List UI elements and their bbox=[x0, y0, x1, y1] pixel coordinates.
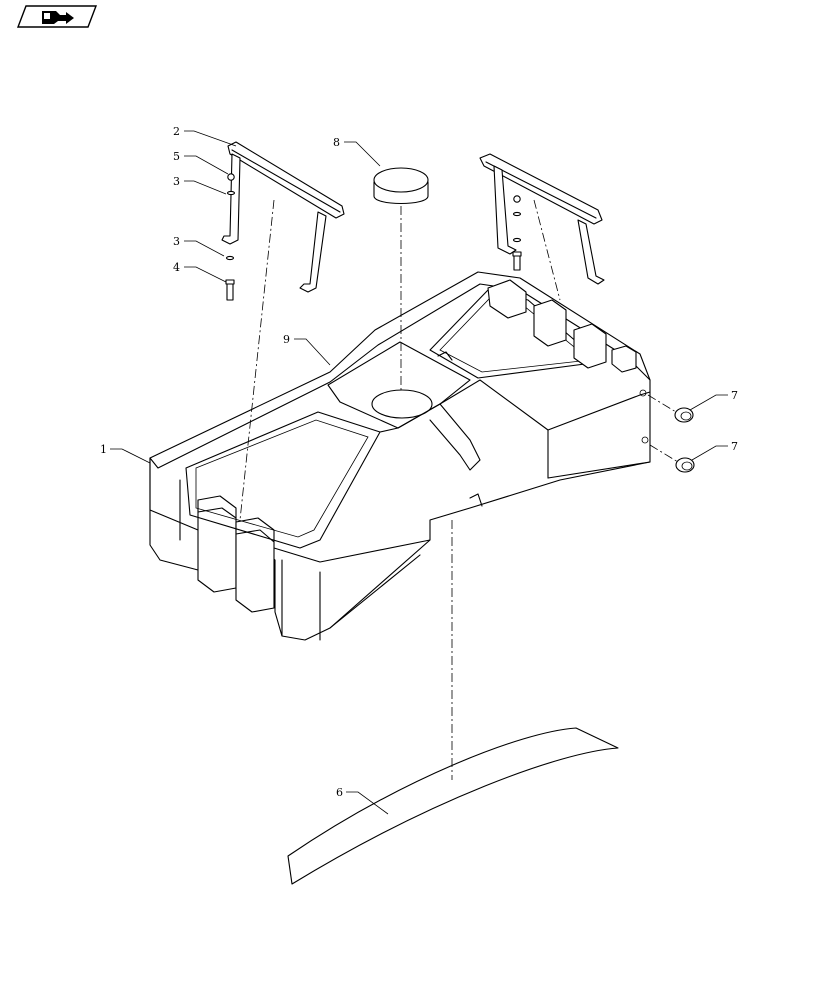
callout-7-lower: 7 bbox=[731, 440, 738, 453]
callout-2: 2 bbox=[173, 125, 180, 138]
filler-cap bbox=[373, 167, 429, 204]
callout-5: 5 bbox=[173, 150, 180, 163]
drain-plug-lower bbox=[675, 457, 695, 473]
callout-3-upper: 3 bbox=[173, 175, 180, 188]
callout-labels: 2 5 3 3 4 8 9 1 7 7 6 bbox=[100, 125, 738, 799]
callout-3-lower: 3 bbox=[173, 235, 180, 248]
callout-8: 8 bbox=[333, 136, 340, 149]
callout-4: 4 bbox=[173, 261, 180, 274]
callout-6: 6 bbox=[336, 786, 343, 799]
decal-strip bbox=[287, 727, 619, 885]
drain-plug-upper bbox=[674, 407, 694, 423]
alignment-lines bbox=[239, 199, 679, 780]
callout-9: 9 bbox=[283, 333, 290, 346]
hardware-left bbox=[225, 173, 236, 301]
tank-body bbox=[149, 271, 651, 641]
strap-bracket-right bbox=[479, 153, 605, 285]
callout-1: 1 bbox=[100, 443, 107, 456]
return-arrow-icon bbox=[42, 11, 74, 24]
leader-lines bbox=[110, 130, 728, 815]
return-button[interactable] bbox=[16, 5, 98, 28]
callout-7-upper: 7 bbox=[731, 389, 738, 402]
hardware-right bbox=[512, 195, 522, 271]
strap-bracket-left bbox=[221, 141, 345, 293]
